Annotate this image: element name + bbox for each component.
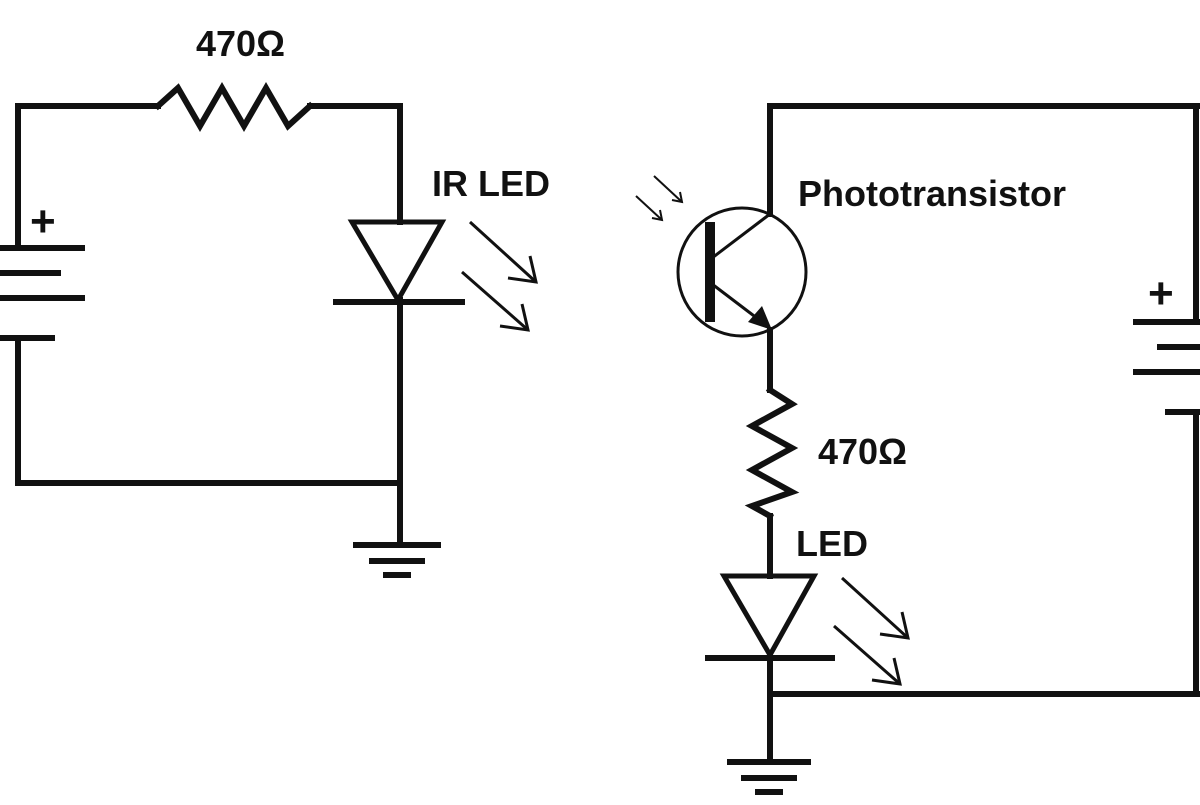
left-battery-plus: + bbox=[30, 197, 56, 246]
ir-led-label: IR LED bbox=[432, 163, 550, 204]
right-ground-icon bbox=[727, 759, 811, 795]
left-ground-icon bbox=[353, 542, 441, 578]
right-battery-plus: + bbox=[1148, 269, 1174, 318]
ir-led-emission-arrows bbox=[461, 220, 538, 332]
led-label: LED bbox=[796, 523, 868, 564]
right-wires bbox=[767, 103, 1200, 765]
led-emission-arrows bbox=[833, 576, 910, 686]
left-circuit: 470Ω + IR LED bbox=[0, 23, 550, 578]
phototransistor-symbol bbox=[676, 206, 808, 338]
left-wires bbox=[15, 103, 403, 548]
right-circuit: Phototransistor 470Ω LED + bbox=[635, 103, 1200, 795]
left-battery: + bbox=[0, 197, 85, 341]
right-battery: + bbox=[1133, 269, 1200, 415]
left-resistor-label: 470Ω bbox=[196, 23, 285, 64]
left-resistor bbox=[153, 82, 315, 132]
led-symbol bbox=[705, 573, 835, 661]
light-incident-arrows bbox=[635, 175, 684, 222]
right-resistor-label: 470Ω bbox=[818, 431, 907, 472]
ir-led-symbol bbox=[333, 219, 465, 306]
phototransistor-label: Phototransistor bbox=[798, 173, 1066, 214]
right-resistor bbox=[744, 385, 800, 521]
